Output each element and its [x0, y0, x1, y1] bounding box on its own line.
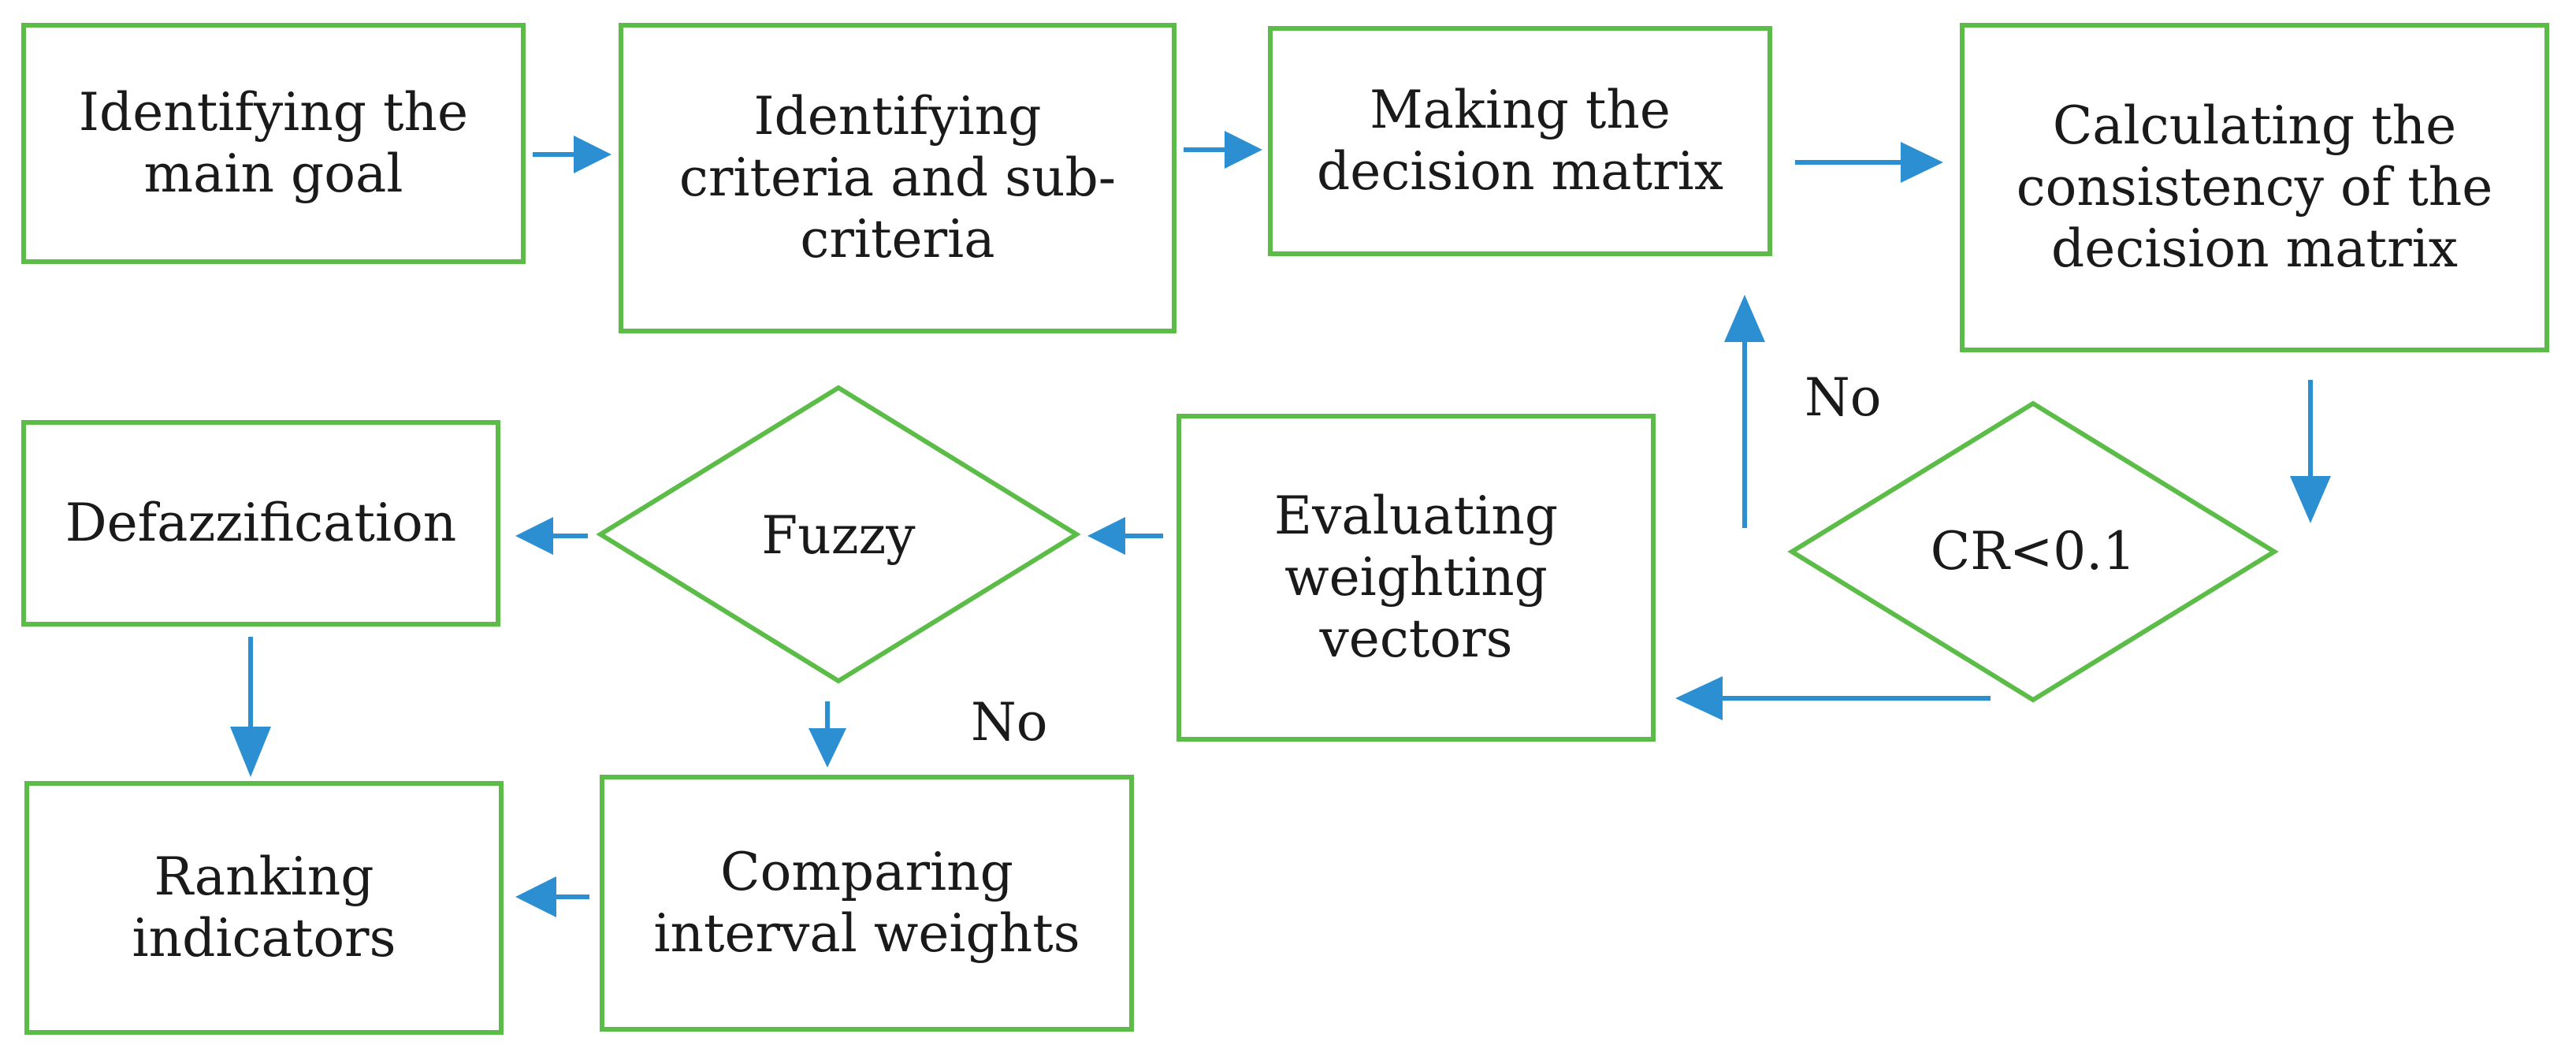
identify-criteria-label: Identifying criteria and sub- criteria [678, 86, 1117, 270]
ranking-label: Ranking indicators [132, 846, 396, 969]
consistency-box [1960, 23, 2549, 352]
arrow-criteria-to-matrix [1184, 131, 1262, 169]
decision-matrix-label: Making the decision matrix [1317, 80, 1723, 202]
defuzzification-label: Defazzification [65, 493, 457, 554]
identify-criteria-box [619, 23, 1176, 333]
cr-check-diamond [1787, 400, 2279, 703]
fuzzy-no-label: No [971, 692, 1048, 753]
fuzzy-diamond [596, 385, 1081, 684]
weighting-vectors-box [1176, 414, 1656, 742]
arrow-fuzzy-to-defuzzification [515, 517, 588, 555]
arrow-defuzzification-to-ranking [230, 637, 271, 777]
arrow-consistency-to-cr [2290, 380, 2331, 523]
cr-no-label: No [1805, 367, 1882, 429]
arrow-goal-to-criteria [533, 136, 611, 173]
arrow-matrix-to-consistency [1795, 142, 1943, 183]
decision-matrix-box [1268, 26, 1772, 256]
consistency-label: Calculating the consistency of the decis… [2016, 95, 2493, 279]
arrow-fuzzy-no-to-comparing [808, 701, 846, 768]
fuzzy-label: Fuzzy [761, 505, 916, 567]
cr-check-label: CR<0.1 [1930, 521, 2136, 582]
arrow-weighting-to-fuzzy [1087, 517, 1163, 555]
comparing-weights-label: Comparing interval weights [653, 842, 1080, 964]
arrow-comparing-to-ranking [515, 876, 589, 917]
identify-goal-box [21, 23, 526, 264]
arrow-cr-no-to-matrix [1724, 295, 1765, 528]
ranking-box [24, 781, 504, 1035]
weighting-vectors-label: Evaluating weighting vectors [1273, 485, 1559, 669]
defuzzification-box [21, 420, 500, 627]
comparing-weights-box [600, 775, 1134, 1032]
identify-goal-label: Identifying the main goal [78, 82, 469, 204]
arrow-cr-to-weighting [1675, 676, 1991, 720]
